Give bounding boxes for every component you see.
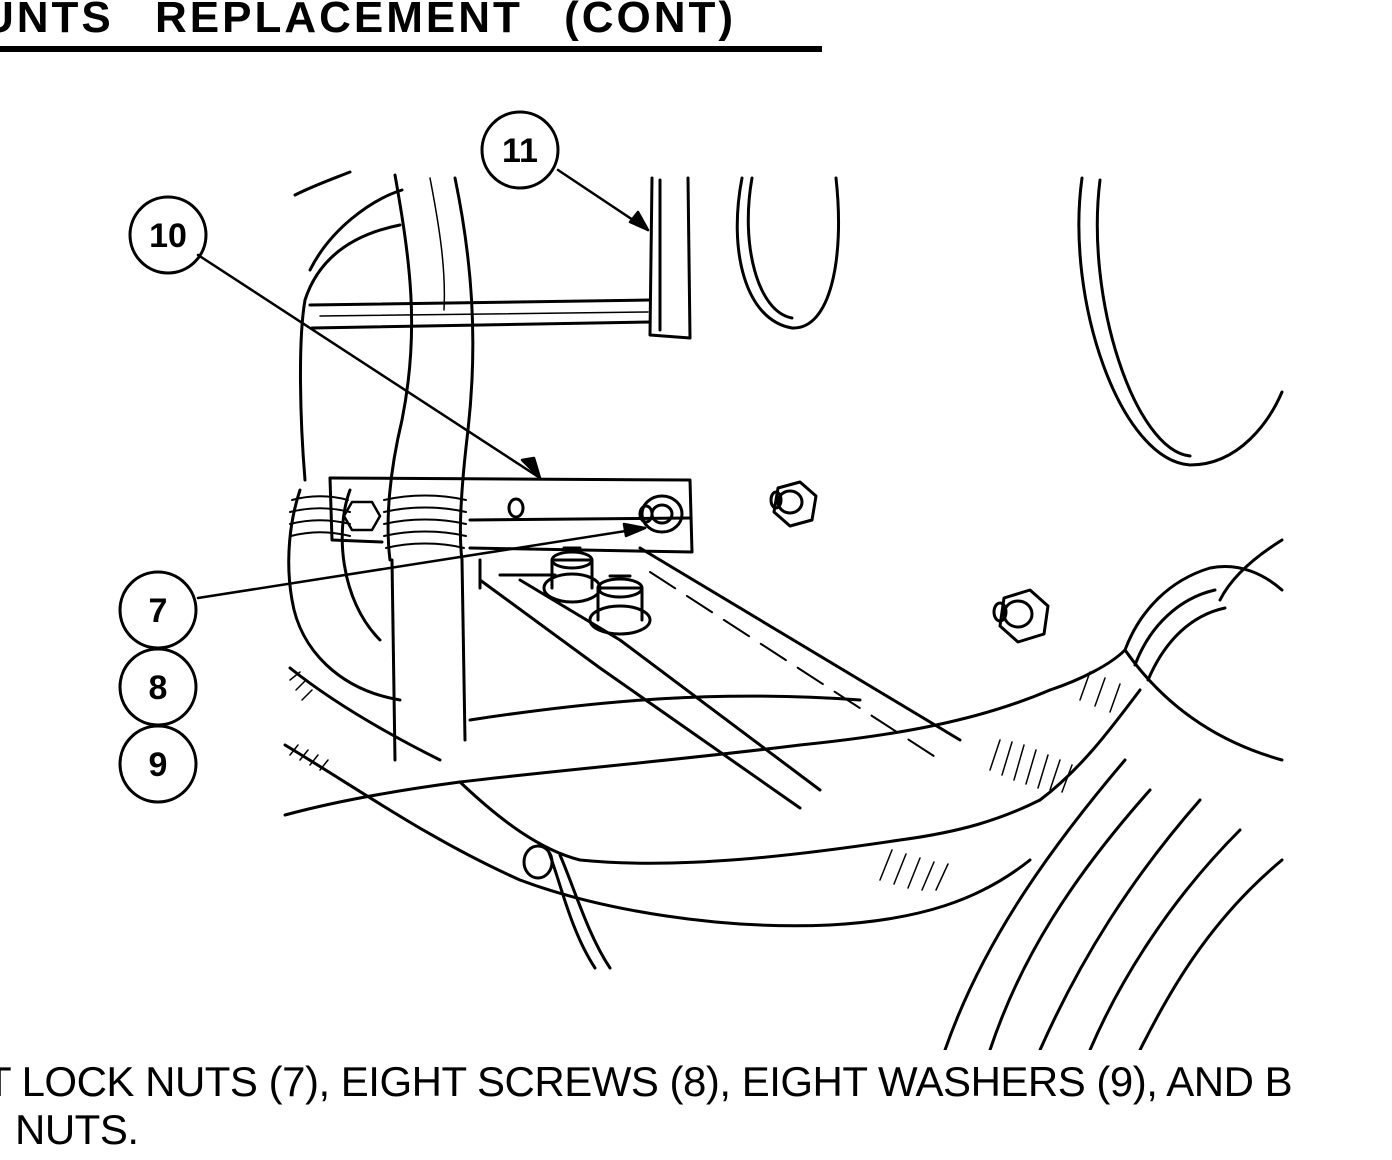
callout-10-label: 10 <box>149 217 187 255</box>
callout-10: 10 <box>128 195 208 275</box>
instruction-line-1: T LOCK NUTS (7), EIGHT SCREWS (8), EIGHT… <box>0 1058 1293 1105</box>
horizontal-rod <box>308 298 652 330</box>
vertical-post <box>648 176 692 340</box>
section-heading: UNTS REPLACEMENT (CONT) <box>0 0 822 52</box>
callout-11-label: 11 <box>502 132 538 170</box>
wall-nuts <box>769 480 1050 644</box>
wall-arcs <box>293 170 1284 467</box>
tube-clamp <box>522 844 612 970</box>
lock-nut <box>638 494 684 534</box>
callout-7-label: 7 <box>149 592 168 630</box>
instruction-line-2: NUTS. <box>15 1106 139 1153</box>
left-hoses <box>287 173 475 762</box>
lower-tube <box>283 666 1052 928</box>
section-heading-text: UNTS REPLACEMENT (CONT) <box>0 0 737 42</box>
callout-7: 7 <box>118 570 198 650</box>
strap-bolts <box>542 546 652 636</box>
illustration-drawing: 11 10 7 8 9 <box>118 110 1284 1050</box>
bracket-plate <box>328 476 694 554</box>
corrugated-hose <box>943 538 1284 1050</box>
callout-11: 11 <box>480 110 560 190</box>
leader-lines <box>196 168 650 600</box>
hose-clamps <box>289 494 467 549</box>
technical-illustration: 11 10 7 8 9 <box>0 90 1392 1050</box>
instruction-text: T LOCK NUTS (7), EIGHT SCREWS (8), EIGHT… <box>0 1058 1392 1160</box>
callout-9: 9 <box>118 724 198 804</box>
callout-8: 8 <box>118 647 198 727</box>
callout-8-label: 8 <box>149 669 168 707</box>
hatching <box>289 671 1121 891</box>
callout-9-label: 9 <box>149 746 168 784</box>
